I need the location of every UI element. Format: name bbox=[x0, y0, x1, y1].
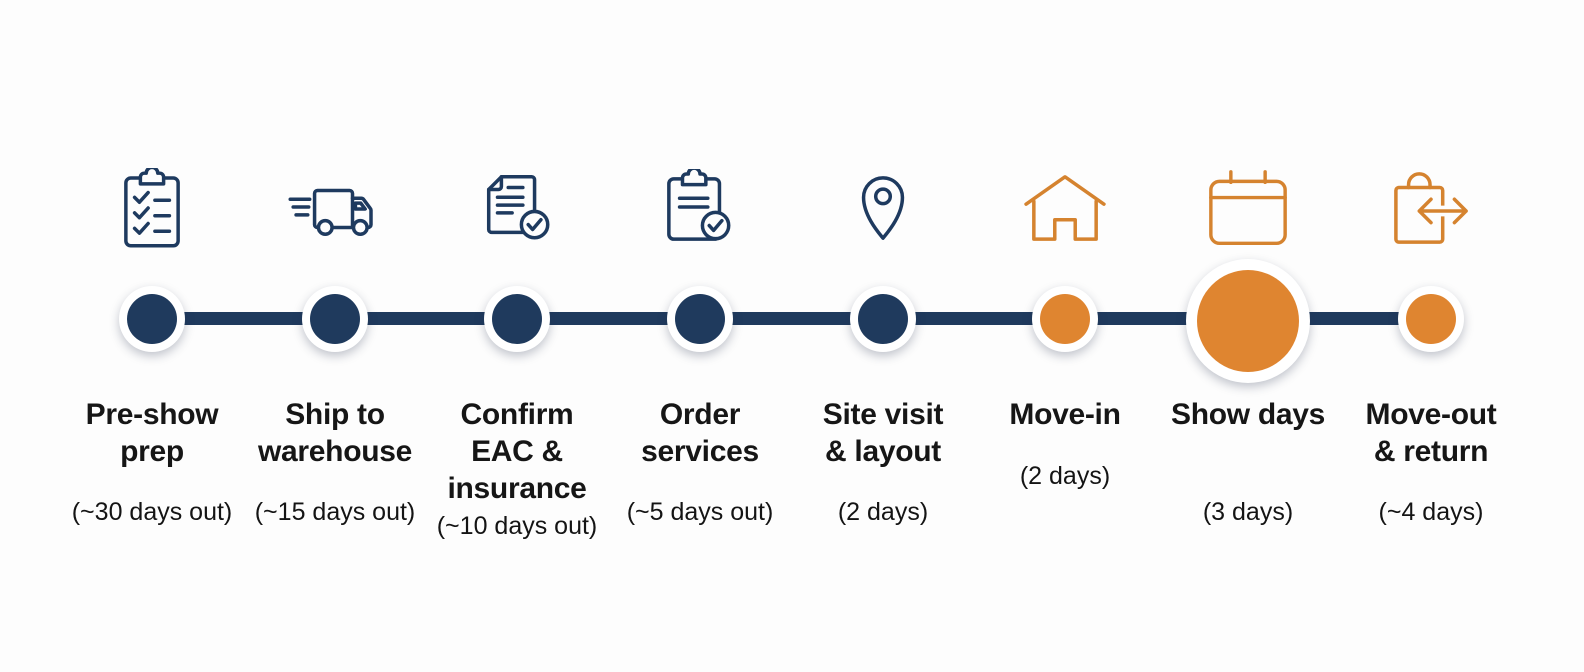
title-line: Ship to bbox=[285, 398, 385, 431]
item-title: Pre-show prep bbox=[42, 396, 262, 470]
item-duration: (~15 days out) bbox=[254, 498, 416, 526]
item-title: Show days bbox=[1138, 396, 1358, 433]
timeline-item-confirm-eac-insurance: Confirm EAC & insurance (~10 days out) bbox=[407, 0, 627, 672]
node-dot bbox=[1040, 294, 1090, 344]
calendar-icon bbox=[1138, 163, 1358, 255]
title-line: Move-in bbox=[1009, 398, 1121, 431]
title-line: Confirm bbox=[460, 398, 574, 431]
clipboard-checklist-icon bbox=[42, 163, 262, 255]
title-line: services bbox=[641, 435, 759, 468]
item-title: Confirm EAC & insurance bbox=[407, 396, 627, 507]
title-line: Pre-show bbox=[85, 398, 219, 431]
item-duration: (~30 days out) bbox=[71, 498, 233, 526]
item-duration: (~5 days out) bbox=[626, 498, 774, 526]
node-dot bbox=[1406, 294, 1456, 344]
item-duration: (2 days) bbox=[1019, 462, 1111, 490]
bag-return-icon bbox=[1321, 163, 1541, 255]
timeline-item-order-services: Order services (~5 days out) bbox=[590, 0, 810, 672]
item-title: Order services bbox=[590, 396, 810, 470]
title-line: Show days bbox=[1170, 398, 1325, 431]
item-title: Move-out & return bbox=[1321, 396, 1541, 470]
title-line: EAC & bbox=[471, 435, 563, 468]
document-check-icon bbox=[407, 163, 627, 255]
item-title: Move-in bbox=[955, 396, 1175, 433]
clipboard-check-icon bbox=[590, 163, 810, 255]
map-pin-icon bbox=[773, 163, 993, 255]
timeline-node bbox=[484, 286, 550, 352]
delivery-truck-icon bbox=[225, 163, 445, 255]
timeline-node bbox=[302, 286, 368, 352]
timeline-node bbox=[119, 286, 185, 352]
node-dot bbox=[310, 294, 360, 344]
timeline-item-show-days: Show days (3 days) bbox=[1138, 0, 1358, 672]
timeline-node bbox=[1398, 286, 1464, 352]
item-duration: (3 days) bbox=[1202, 498, 1294, 526]
title-line: & return bbox=[1373, 435, 1489, 468]
timeline-item-ship-to-warehouse: Ship to warehouse (~15 days out) bbox=[225, 0, 445, 672]
node-dot bbox=[127, 294, 177, 344]
item-duration: (2 days) bbox=[837, 498, 929, 526]
timeline-node bbox=[667, 286, 733, 352]
item-title: Site visit & layout bbox=[773, 396, 993, 470]
node-dot bbox=[1197, 270, 1299, 372]
house-icon bbox=[955, 163, 1175, 255]
timeline-line bbox=[150, 312, 1432, 325]
item-duration: (~4 days) bbox=[1378, 498, 1484, 526]
timeline-item-pre-show-prep: Pre-show prep (~30 days out) bbox=[42, 0, 262, 672]
node-dot bbox=[492, 294, 542, 344]
timeline-node bbox=[1032, 286, 1098, 352]
title-line: warehouse bbox=[257, 435, 413, 468]
item-title: Ship to warehouse bbox=[225, 396, 445, 470]
title-line: Move-out bbox=[1365, 398, 1497, 431]
timeline-item-move-in: Move-in (2 days) bbox=[955, 0, 1175, 672]
timeline-node bbox=[850, 286, 916, 352]
title-line: Site visit bbox=[822, 398, 944, 431]
timeline-item-site-visit-layout: Site visit & layout (2 days) bbox=[773, 0, 993, 672]
node-dot bbox=[675, 294, 725, 344]
title-line: insurance bbox=[447, 472, 587, 505]
title-line: Order bbox=[659, 398, 741, 431]
timeline-item-move-out-return: Move-out & return (~4 days) bbox=[1321, 0, 1541, 672]
node-dot bbox=[858, 294, 908, 344]
title-line: & layout bbox=[825, 435, 941, 468]
item-duration: (~10 days out) bbox=[436, 512, 598, 540]
timeline-node bbox=[1186, 259, 1310, 383]
title-line: prep bbox=[120, 435, 184, 468]
